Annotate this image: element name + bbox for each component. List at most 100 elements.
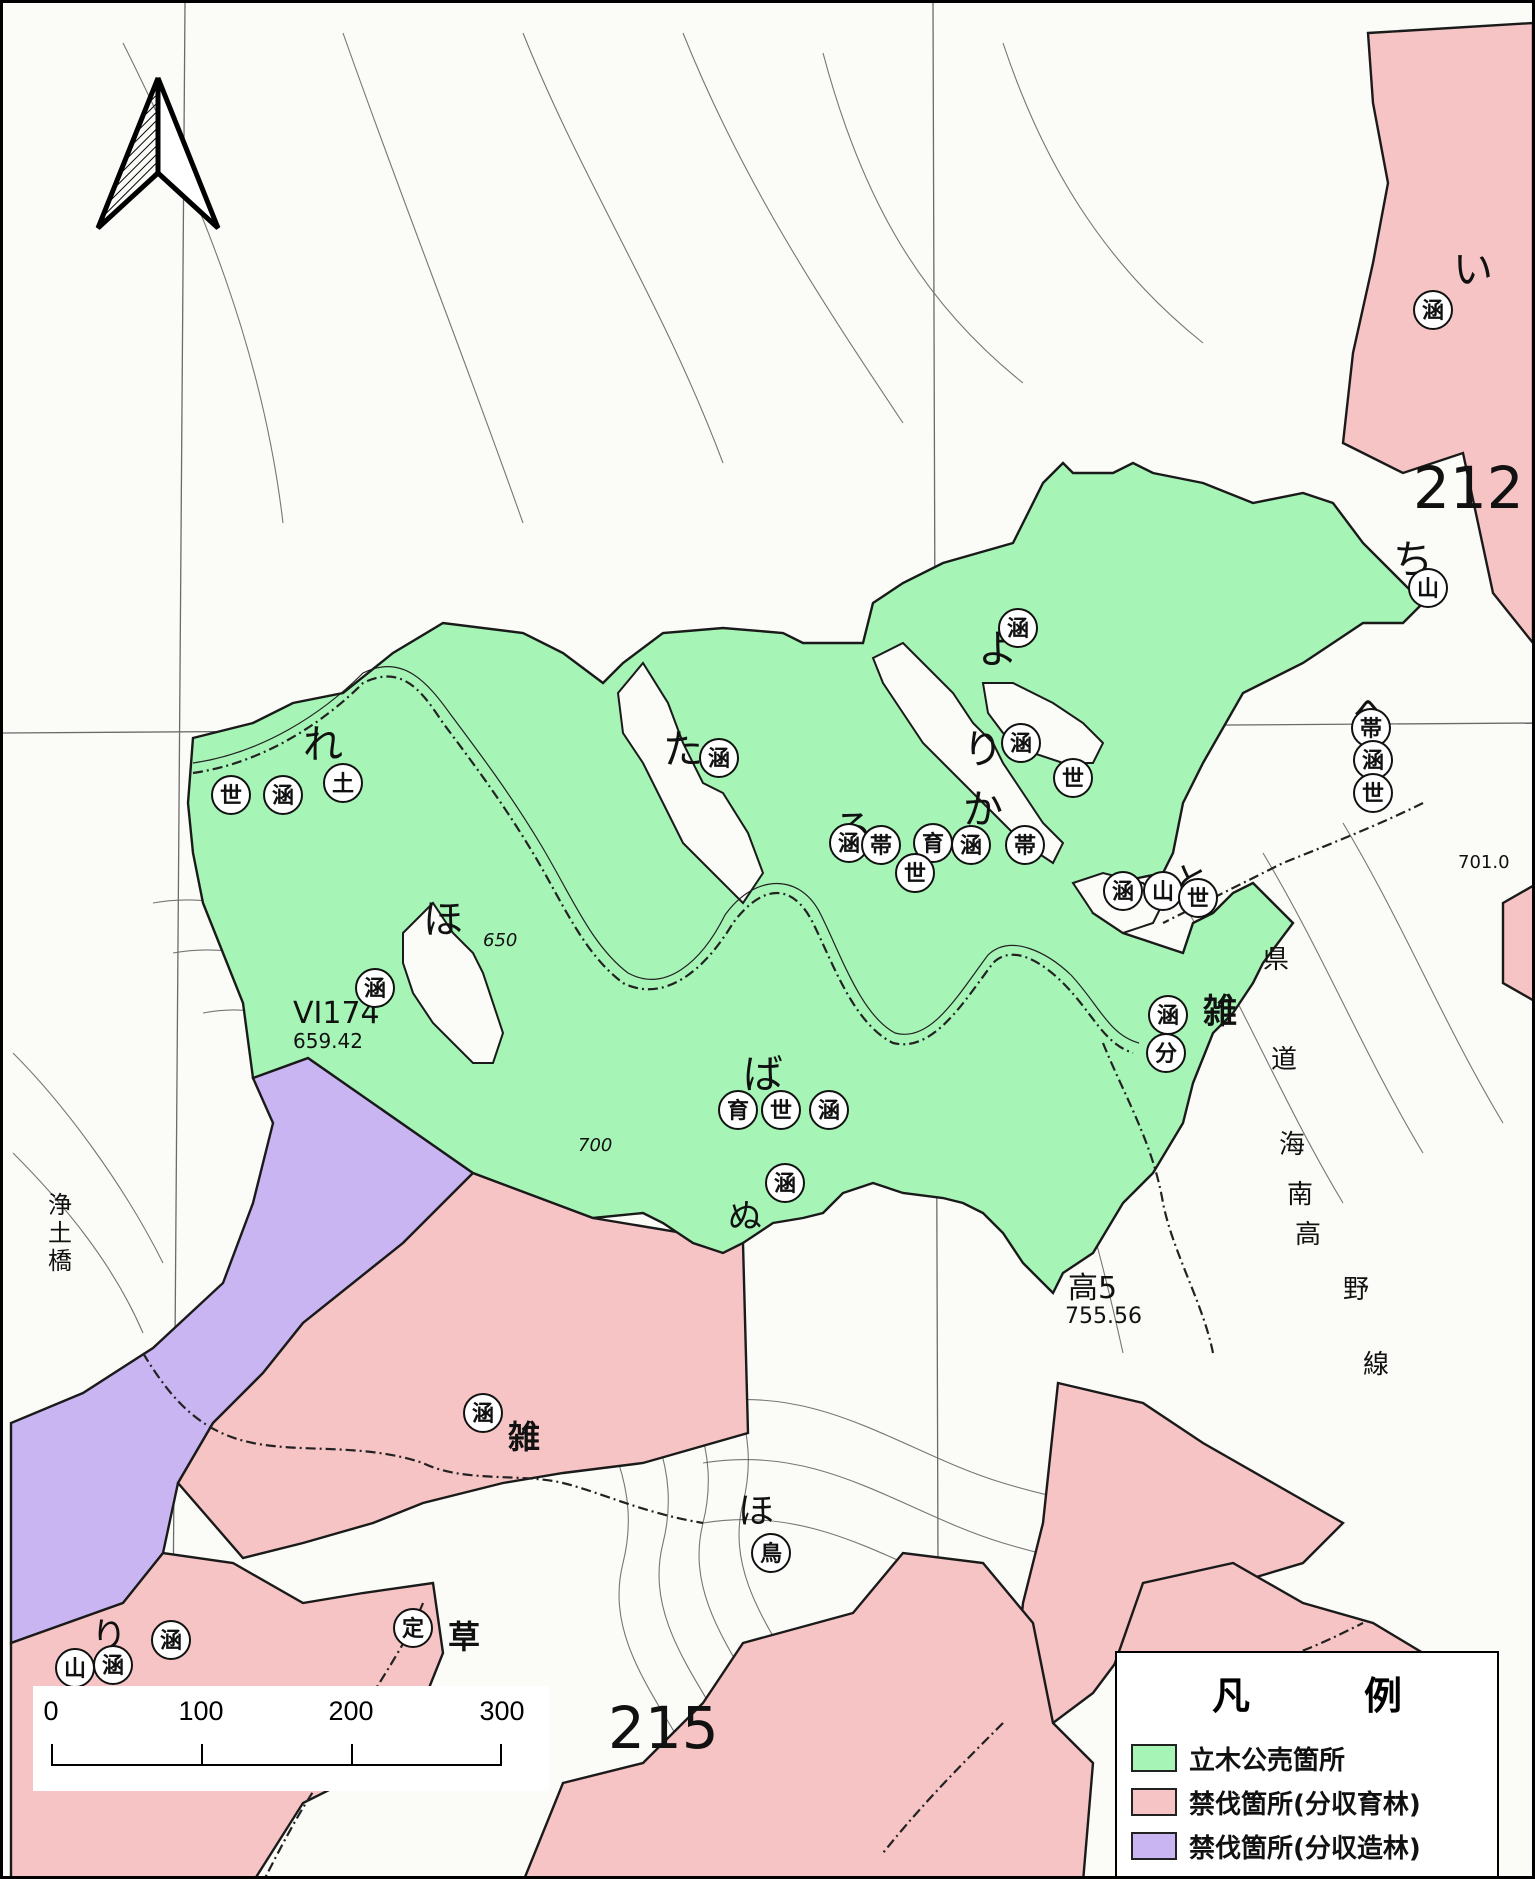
- stand-mark-text: 定: [402, 1616, 424, 1642]
- scale-tick: [201, 1744, 203, 1764]
- scale-tick: [500, 1744, 502, 1764]
- stand-mark: 帯: [861, 825, 901, 865]
- stand-mark-text: 帯: [1014, 833, 1036, 859]
- stand-mark: 涵: [1353, 740, 1393, 780]
- stand-mark: 涵: [998, 608, 1038, 648]
- stand-mark-text: 涵: [1007, 617, 1029, 642]
- road-name-char-6: 野: [1343, 1275, 1369, 1305]
- stand-mark-text: 帯: [1360, 716, 1382, 742]
- elevation-vi174: 659.42: [293, 1029, 363, 1053]
- stand-mark: 分: [1146, 1033, 1186, 1073]
- stand-mark: 育: [718, 1090, 758, 1130]
- compartment-labels: 212 215 VI174 659.42 高5 755.56 650 700 7…: [293, 454, 1524, 1762]
- road-name-labels: 県 道 海 南 高 野 線 浄 土 橋: [48, 945, 1389, 1380]
- stand-mark: 山: [1143, 871, 1183, 911]
- stand-mark: 涵: [355, 968, 395, 1008]
- stand-mark: 涵: [463, 1393, 503, 1433]
- stand-mark-text: 世: [770, 1099, 792, 1124]
- stand-mark-text: 山: [1152, 880, 1174, 905]
- legend-swatch: [1131, 1832, 1177, 1860]
- scale-tick: [51, 1744, 53, 1764]
- scale-tick-label: 100: [178, 1696, 224, 1726]
- stand-mark-text: 涵: [1362, 749, 1384, 774]
- legend-item-zourin: 禁伐箇所(分収造林): [1131, 1829, 1421, 1864]
- elevation-peak: 755.56: [1065, 1304, 1142, 1329]
- stand-mark-text: 涵: [708, 747, 730, 772]
- stand-mark: 山: [1408, 568, 1448, 608]
- stand-mark: 世: [1353, 773, 1393, 813]
- stand-mark: 涵: [951, 825, 991, 865]
- stand-mark: 山: [55, 1648, 95, 1688]
- road-name-char-1: 県: [1263, 945, 1289, 975]
- stand-mark-text: 育: [922, 831, 944, 857]
- road-name-char-2: 道: [1271, 1045, 1297, 1075]
- elevation-650: 650: [483, 930, 517, 951]
- stand-mark-text: 涵: [1010, 732, 1032, 757]
- stand-letter: り: [963, 727, 1003, 773]
- road-name-char-4: 南: [1287, 1180, 1313, 1210]
- stand-mark: 涵: [809, 1090, 849, 1130]
- region-ritsuboku-kobai: [186, 461, 1425, 1296]
- stand-mark-text: 分: [1155, 1042, 1177, 1067]
- elevation-701: 701.0: [1458, 852, 1510, 873]
- stand-mark-text: 帯: [870, 833, 892, 859]
- legend-item-ritsuboku: 立木公売箇所: [1131, 1741, 1346, 1776]
- stand-letter: い: [1453, 247, 1493, 293]
- legend-label: 立木公売箇所: [1189, 1745, 1346, 1776]
- scale-line: [51, 1764, 502, 1766]
- north-arrow-icon: [95, 77, 221, 230]
- stand-letter: れ: [303, 722, 343, 768]
- stand-mark-text: 涵: [960, 834, 982, 859]
- stand-mark-text: 涵: [472, 1402, 494, 1427]
- stand-mark: 帯: [1351, 708, 1391, 748]
- stand-mark-text: 鳥: [760, 1541, 782, 1567]
- stand-mark: 涵: [1148, 995, 1188, 1035]
- stand-mark-text: 涵: [364, 977, 386, 1002]
- stand-mark-text: 涵: [838, 832, 860, 857]
- scale-tick: [351, 1744, 353, 1764]
- stand-letter: た: [663, 727, 703, 773]
- stand-letter: ほ: [423, 897, 463, 943]
- legend-item-ikurin: 禁伐箇所(分収育林): [1131, 1785, 1421, 1820]
- bridge-name-char-2: 土: [48, 1219, 72, 1247]
- stand-mark-text: 山: [64, 1657, 86, 1682]
- stand-mark: 涵: [151, 1620, 191, 1660]
- stand-mark-text: 世: [1362, 782, 1384, 807]
- scale-bar: 0 100 200 300: [33, 1686, 549, 1791]
- elevation-700: 700: [578, 1135, 612, 1156]
- stand-mark: 涵: [699, 738, 739, 778]
- stand-mark: 涵: [765, 1163, 805, 1203]
- stand-letter: ば: [743, 1052, 783, 1098]
- stand-mark-text: 涵: [1157, 1004, 1179, 1029]
- compartment-215: 215: [608, 1694, 719, 1762]
- stand-mark-text: 涵: [1112, 880, 1134, 905]
- suffix-label: 草: [448, 1618, 480, 1656]
- bridge-name-char-3: 橋: [48, 1247, 72, 1275]
- stand-mark: 世: [1053, 758, 1093, 798]
- stand-mark-text: 土: [332, 772, 354, 797]
- suffix-label: 雑: [507, 1418, 540, 1456]
- stand-letter: ほ: [738, 1491, 774, 1532]
- legend-label: 禁伐箇所(分収育林): [1189, 1789, 1421, 1820]
- legend-swatch: [1131, 1744, 1177, 1772]
- stand-mark: 定: [393, 1608, 433, 1648]
- stand-mark-text: 世: [220, 784, 242, 809]
- stand-mark: 涵: [1413, 290, 1453, 330]
- stand-mark: 世: [895, 853, 935, 893]
- stand-mark: 涵: [1103, 871, 1143, 911]
- stand-mark: 涵: [1001, 723, 1041, 763]
- stand-suffix-labels: 雑 草 雑: [448, 992, 1237, 1656]
- stand-mark: 涵: [829, 823, 869, 863]
- stand-mark: 世: [761, 1090, 801, 1130]
- legend-label: 禁伐箇所(分収造林): [1189, 1833, 1421, 1864]
- stand-mark-text: 育: [727, 1098, 749, 1124]
- scale-tick-label: 200: [328, 1696, 374, 1726]
- road-name-char-3: 海: [1279, 1130, 1305, 1160]
- bridge-name-char-1: 浄: [48, 1191, 72, 1219]
- map-legend: 凡 例 立木公売箇所 禁伐箇所(分収育林) 禁伐箇所(分収造林): [1115, 1651, 1499, 1876]
- stand-mark-text: 涵: [272, 784, 294, 809]
- suffix-label: 雑: [1202, 992, 1237, 1032]
- region-bunshu-ikurin: [9, 21, 1532, 1876]
- stand-mark: 世: [211, 775, 251, 815]
